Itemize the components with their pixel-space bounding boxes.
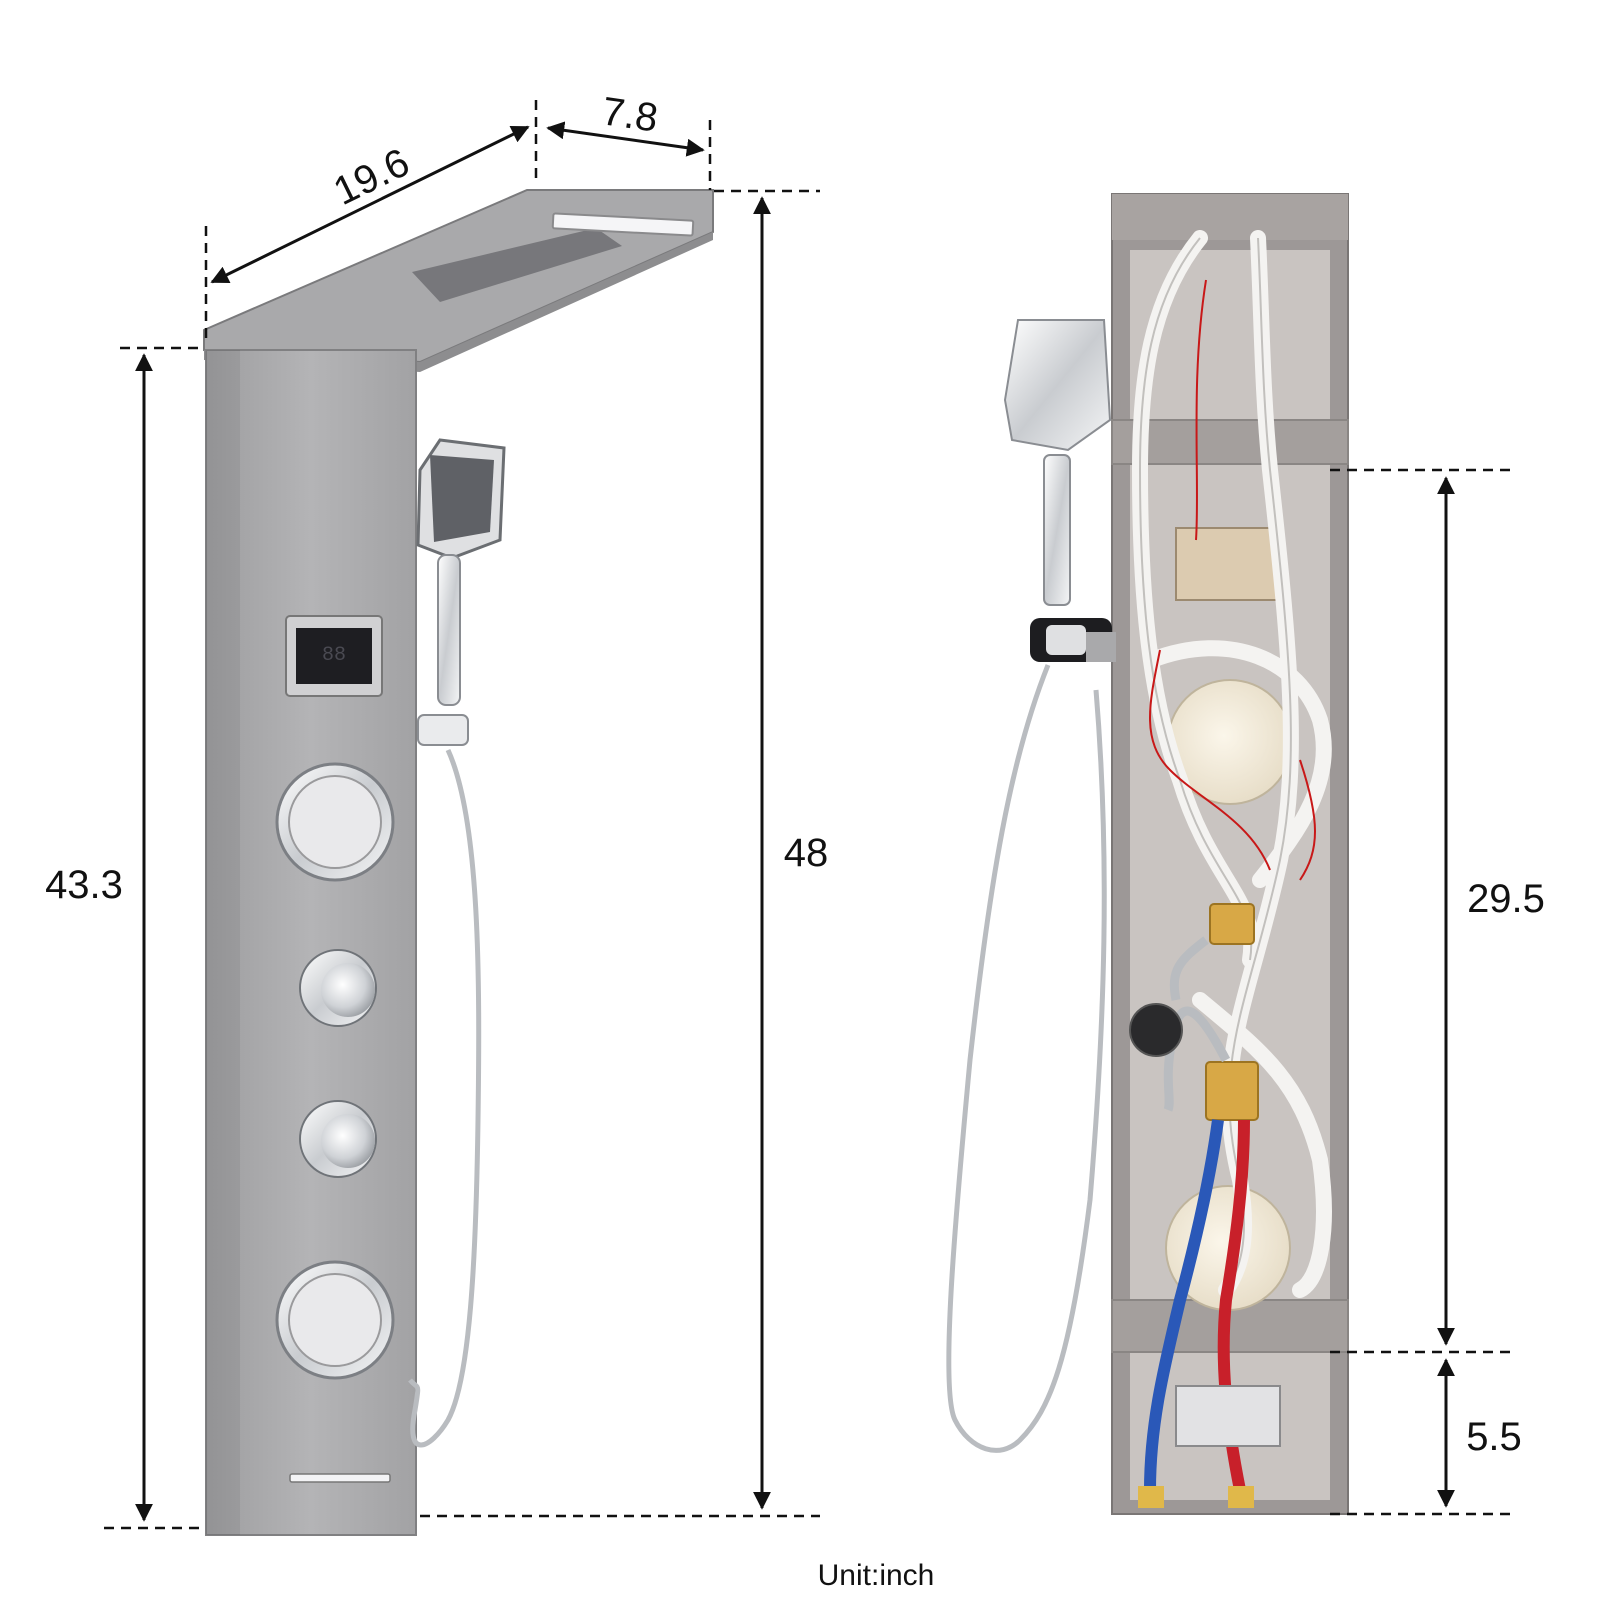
- cold-inlet-fitting: [1138, 1486, 1164, 1508]
- hand-shower-hose: [408, 748, 482, 1448]
- braided-pipe-2: [1169, 936, 1209, 1001]
- internal-view-panel: [946, 193, 1349, 1515]
- internal-red-wires: [1149, 279, 1316, 881]
- front-view-panel: 88: [203, 189, 714, 1536]
- dimension-head-depth: 7.8: [546, 89, 712, 190]
- panel-height-label: 43.3: [45, 863, 123, 907]
- upper-section-label: 29.5: [1467, 877, 1545, 921]
- tub-spout-slot: [289, 1473, 391, 1483]
- head-depth-label: 7.8: [599, 89, 660, 140]
- lower-section-label: 5.5: [1466, 1415, 1522, 1459]
- dimension-upper-section: 29.5: [1330, 468, 1545, 1354]
- temperature-knob: [299, 949, 377, 1027]
- control-box: [1175, 527, 1283, 601]
- body-jet-lower: [275, 1260, 395, 1380]
- body-jet-upper: [275, 762, 395, 882]
- display-screen: [296, 628, 372, 684]
- hand-shower-hose-side: [946, 664, 1107, 1453]
- cold-water-pipe: [1144, 1119, 1224, 1491]
- top-cap: [1112, 194, 1348, 240]
- hand-shower-side: [1003, 319, 1116, 662]
- brass-manifold-upper: [1209, 903, 1255, 945]
- dimension-panel-height: 43.3: [45, 346, 205, 1530]
- dimension-total-height: 48: [420, 189, 829, 1518]
- hand-shower: [416, 438, 506, 746]
- diverter-knob: [299, 1100, 377, 1178]
- display-readout: 88: [322, 644, 346, 667]
- dimension-lower-section: 5.5: [1330, 1358, 1522, 1516]
- brass-manifold-lower: [1205, 1061, 1259, 1121]
- total-height-label: 48: [784, 831, 829, 875]
- pump-motor: [1129, 1003, 1183, 1057]
- waterfall-outlet: [551, 212, 695, 237]
- upper-crossbar: [1111, 419, 1349, 465]
- wall-mount-bracket: [1175, 1385, 1281, 1447]
- panel-edge-shadow: [206, 350, 240, 1535]
- hot-inlet-fitting: [1228, 1486, 1254, 1508]
- unit-label: Unit:inch: [818, 1559, 935, 1592]
